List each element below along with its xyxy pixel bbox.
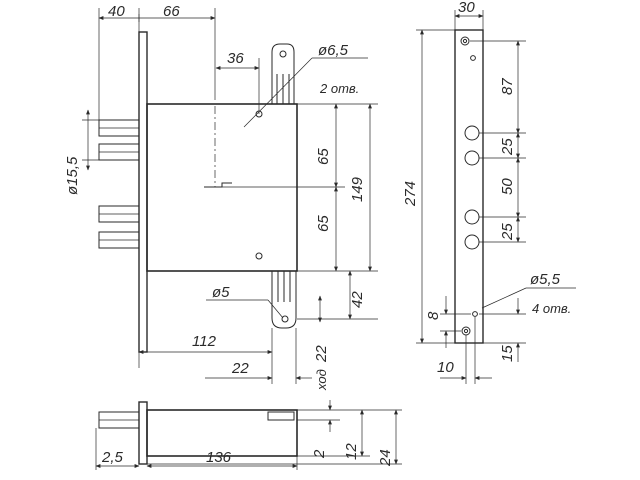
dim-136: 136	[206, 449, 232, 466]
lock-body-bottom	[146, 409, 298, 457]
dim-holes-4: 4 отв.	[532, 301, 571, 316]
dim-65-lower: 65	[315, 215, 332, 232]
dim-2: 2	[311, 449, 328, 459]
dim-phi-5: ø5	[212, 284, 230, 301]
dim-50: 50	[499, 178, 516, 195]
dim-25-lower: 25	[499, 223, 516, 241]
dim-65-upper: 65	[315, 148, 332, 165]
dim-274: 274	[402, 181, 419, 207]
dim-36: 36	[227, 50, 244, 67]
dim-112: 112	[192, 333, 217, 350]
screw-hole-icon	[470, 55, 476, 61]
dim-66: 66	[163, 3, 180, 20]
keyway-icon	[204, 182, 232, 188]
dim-phi-5-5: ø5,5	[530, 271, 561, 288]
top-rod-bracket	[271, 43, 295, 104]
bottom-rod-bracket	[271, 271, 297, 329]
face-plate	[138, 31, 148, 353]
dim-42: 42	[349, 291, 366, 308]
dim-87: 87	[499, 78, 516, 95]
dim-phi-6-5: ø6,5	[318, 42, 349, 59]
dim-24: 24	[377, 449, 394, 467]
front-view: 40 66 36 ø6,5 2 отв. ø15,5 65 65 149 42 …	[64, 3, 378, 391]
dim-12: 12	[343, 443, 360, 460]
side-view-face-plate: 30 274 87 25 50 25 ø5,5 4 отв. 8 10 15	[402, 0, 576, 384]
lock-body	[146, 103, 298, 272]
dim-22-stroke: 22	[313, 345, 330, 363]
dim-30: 30	[458, 0, 475, 16]
face-plate-bottom	[138, 401, 148, 465]
bolt-group	[98, 119, 140, 249]
bracket-slot	[267, 411, 295, 421]
dim-149: 149	[349, 176, 366, 202]
screw-hole-icon	[460, 36, 470, 46]
dim-2-5: 2,5	[101, 449, 124, 466]
face-plate-side	[454, 29, 484, 344]
screw-hole-icon	[472, 311, 478, 317]
dim-phi-15-5: ø15,5	[64, 156, 81, 195]
dim-22-horizontal: 22	[231, 360, 249, 377]
dim-8: 8	[425, 311, 442, 320]
dim-10: 10	[437, 359, 454, 376]
fixing-hole-icon	[255, 252, 263, 260]
dim-40: 40	[108, 3, 125, 20]
bottom-view: 2,5 136 2 12 24	[95, 400, 402, 470]
dim-15: 15	[499, 345, 516, 362]
dim-holes-2: 2 отв.	[319, 81, 359, 96]
dim-25-upper: 25	[499, 138, 516, 156]
dim-stroke-label: ход	[314, 369, 329, 391]
